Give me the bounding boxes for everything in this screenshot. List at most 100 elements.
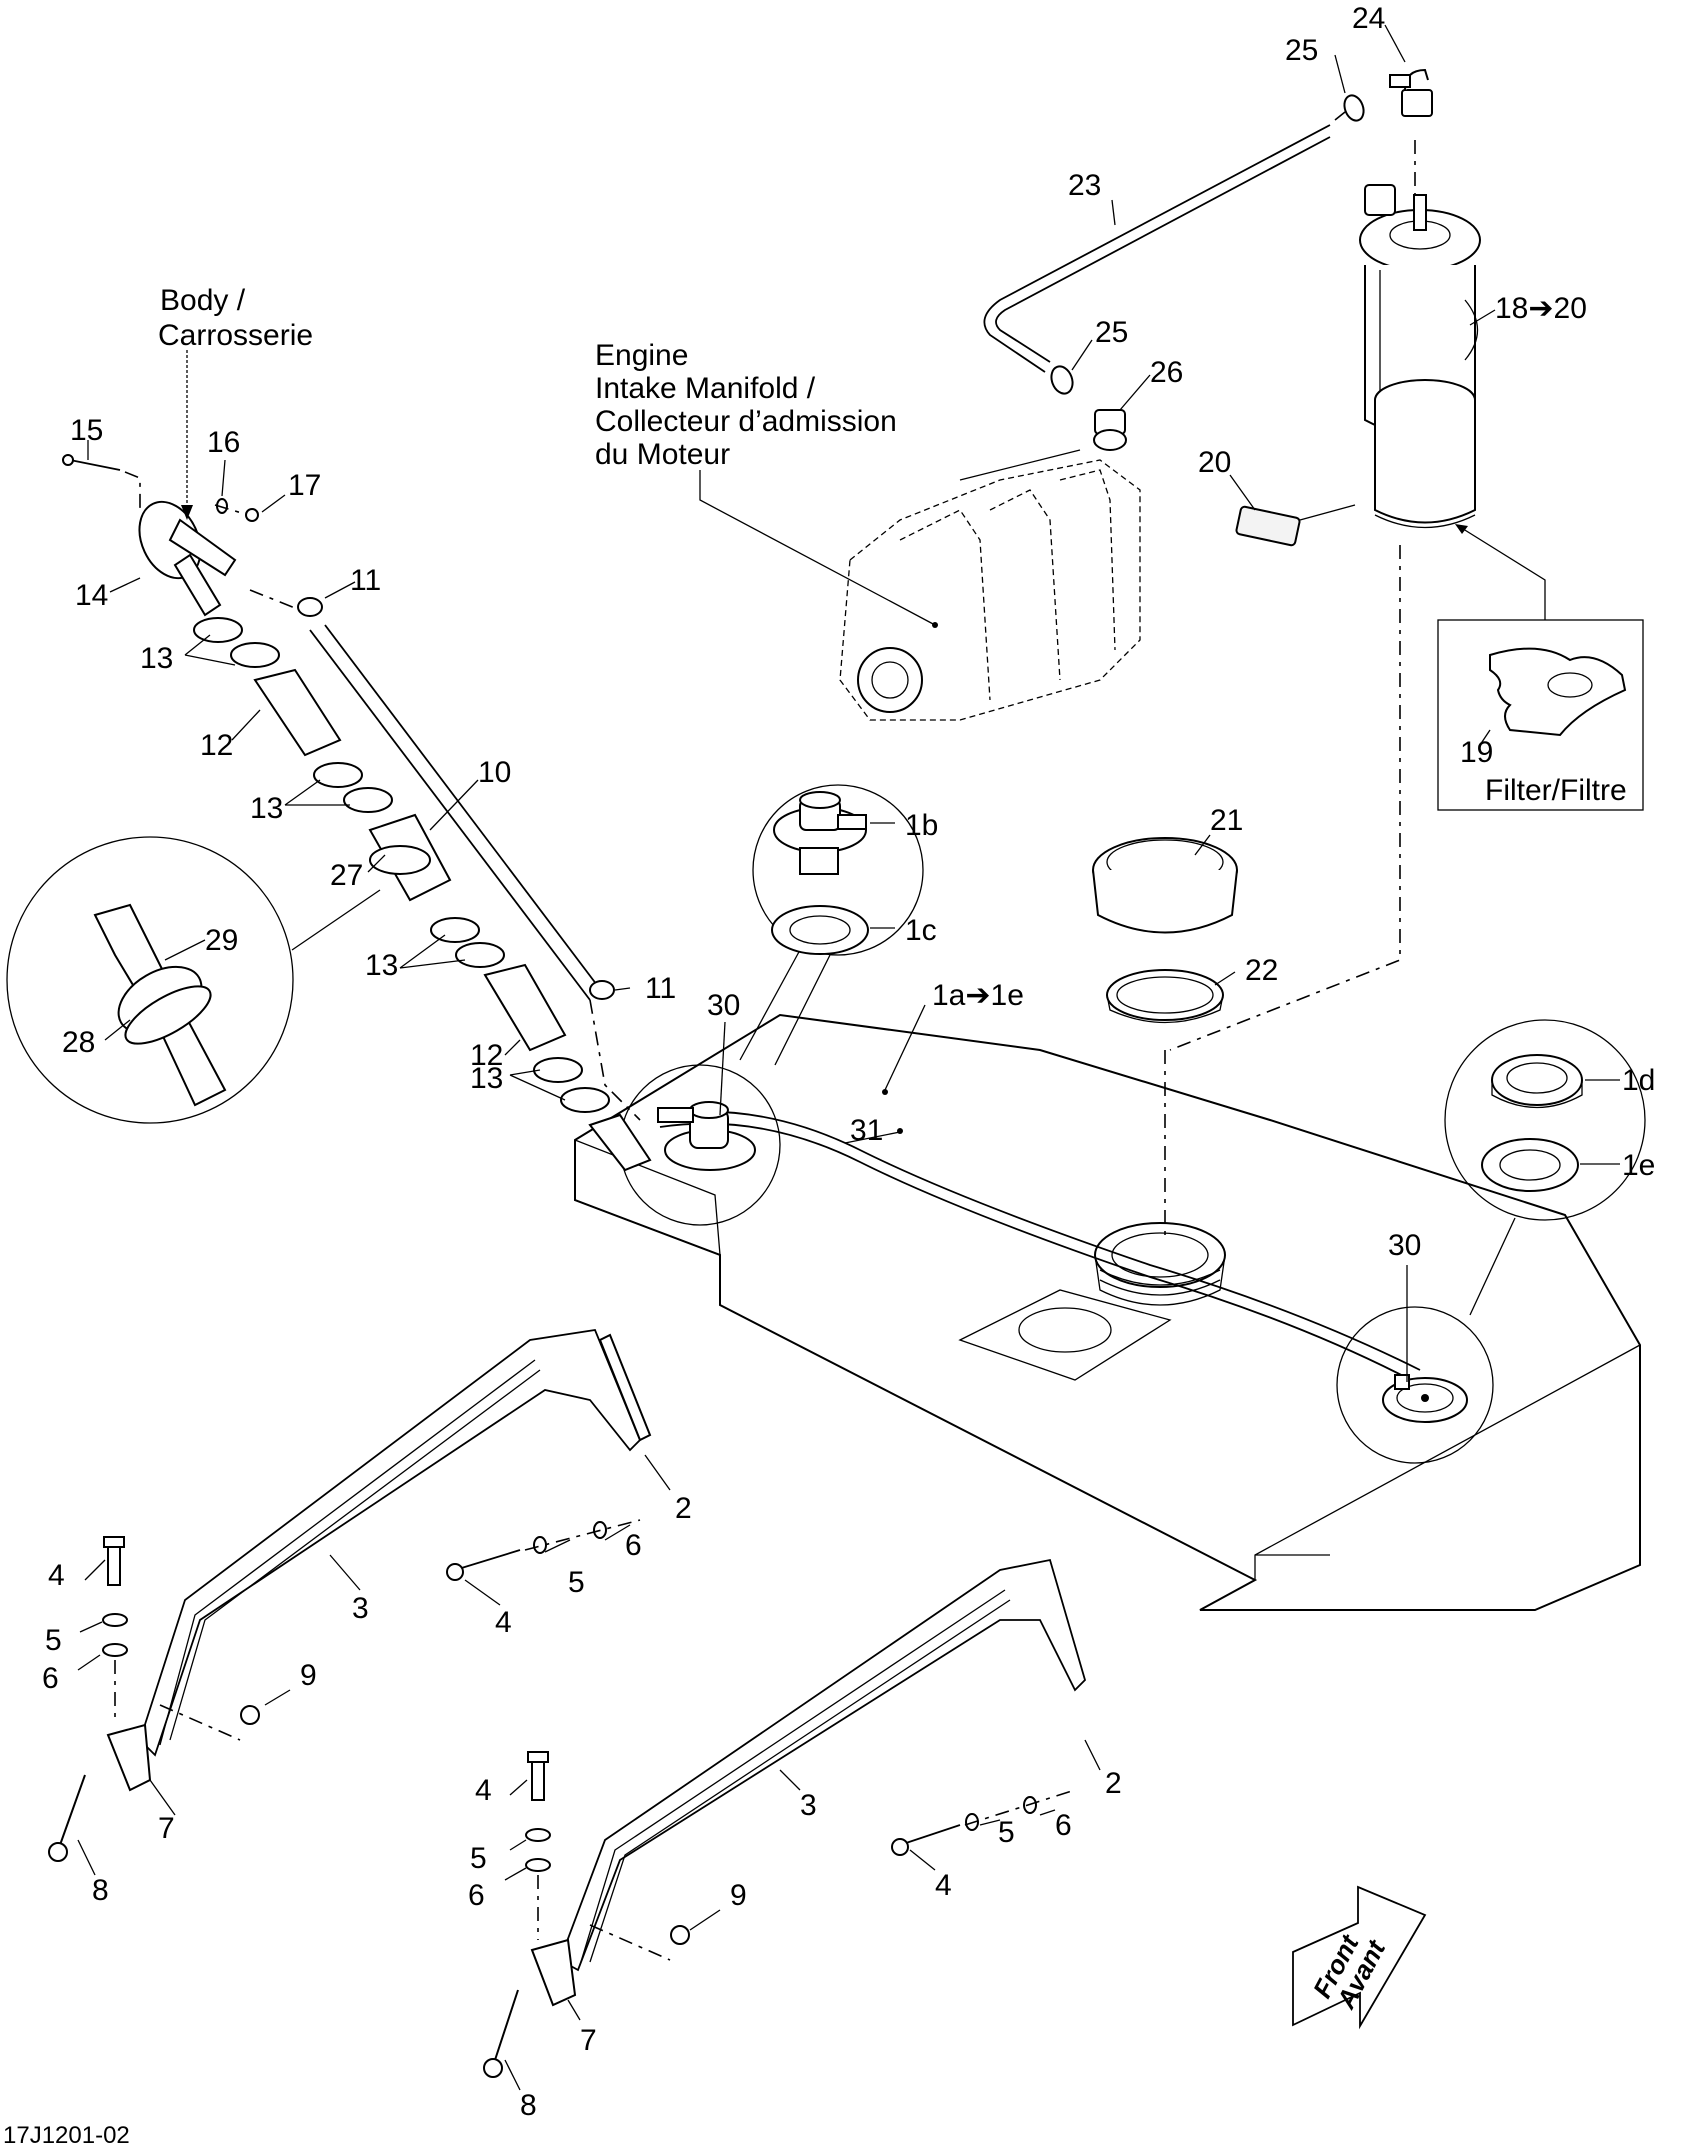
callout-30: 30 [707,989,740,1022]
callout-7: 7 [158,1812,175,1845]
fuel-tank [574,1013,1641,1611]
part-3-tank-strap-2 [558,1558,1087,1972]
engine-label-line2: Intake Manifold / [595,372,816,405]
callout-8: 8 [520,2089,537,2122]
part-10-vent-hose [309,624,604,1001]
callout-18-20: 18➔20 [1495,292,1587,325]
vent-hose-31 [659,1110,1421,1371]
callout-11: 11 [350,564,381,597]
engine-label-line4: du Moteur [595,438,730,471]
callout-13: 13 [140,642,173,675]
callout-31: 31 [850,1114,883,1147]
part-12-hose-2 [483,963,567,1052]
callout-29: 29 [205,924,238,957]
callout-6: 6 [625,1529,642,1562]
callout-24: 24 [1352,2,1385,35]
callout-5: 5 [45,1624,62,1657]
part-13-clamps-2 [313,762,393,813]
body-label-line1: Body / [160,284,246,317]
callout-7: 7 [580,2024,597,2057]
vent-valve-1d-installed [1382,1374,1468,1423]
callout-23: 23 [1068,169,1101,202]
part-25-clamp-top [1343,94,1365,122]
filter-inset-box [1437,619,1644,811]
part-24-elbow-fitting [1389,68,1433,117]
fasteners-right-2 [891,1789,1076,1856]
callout-1b: 1b [905,809,938,842]
callout-labels: 24 25 23 25 26 18➔20 20 19 15 16 17 14 1… [42,2,1655,2122]
engine-label-line3: Collecteur d’admission [595,405,897,438]
callout-5: 5 [470,1842,487,1875]
part-14-filler-cap [138,500,237,617]
detail-circle-check-valve [6,836,294,1124]
callout-13: 13 [365,949,398,982]
part-13-clamps-4 [533,1057,610,1113]
callout-25: 25 [1285,34,1318,67]
part-19-filter [1489,647,1627,737]
callout-20: 20 [1198,446,1231,479]
engine-label-line1: Engine [595,339,688,372]
fasteners-right-1 [446,1519,641,1581]
part-11-clamp-top [297,597,323,617]
part-12-hose-1 [253,668,342,757]
callout-1a-1e: 1a➔1e [932,979,1024,1012]
part-11-clamp-bottom [589,980,615,1000]
callout-9: 9 [730,1879,747,1912]
callout-5: 5 [998,1816,1015,1849]
callout-3: 3 [800,1789,817,1822]
part-23-fuel-hose [983,124,1331,373]
callout-4: 4 [48,1559,65,1592]
callout-15: 15 [70,414,103,447]
part-1b-vent-valve [773,791,867,875]
callout-26: 26 [1150,356,1183,389]
callout-3: 3 [352,1592,369,1625]
callout-17: 17 [288,469,321,502]
callout-2: 2 [675,1492,692,1525]
callout-9: 9 [300,1659,317,1692]
callout-14: 14 [75,579,108,612]
part-21-lock-ring [1092,837,1238,934]
body-label-line2: Carrosserie [158,319,313,352]
part-1d-vent-valve [1491,1054,1583,1109]
callout-19: 19 [1460,736,1493,769]
body-annotation: Body / Carrosserie [158,284,313,352]
fasteners-left-2 [483,1751,690,2078]
callout-25: 25 [1095,316,1128,349]
callout-27: 27 [330,859,363,892]
fasteners-left-1 [48,1536,260,1862]
callout-12: 12 [200,729,233,762]
detail-bubble-1d-1e [1444,1019,1646,1221]
callout-11: 11 [645,972,676,1005]
part-1c-gasket [771,905,869,955]
drawing-code: 17J1201-02 [3,2122,130,2149]
callout-2: 2 [1105,1767,1122,1800]
callout-6: 6 [42,1662,59,1695]
callout-30: 30 [1388,1229,1421,1262]
leader-lines [77,24,1620,2091]
callout-4: 4 [495,1606,512,1639]
part-15-screw [62,454,121,471]
callout-13: 13 [250,792,283,825]
callout-28: 28 [62,1026,95,1059]
callout-6: 6 [1055,1809,1072,1842]
part-3-tank-strap-1 [138,1329,642,1757]
callout-13: 13 [470,1062,503,1095]
part-22-seal [1106,969,1224,1024]
part-28-hose-clamp [124,985,212,1045]
callout-1d: 1d [1622,1064,1655,1097]
part-2-bracket-1 [598,1333,652,1442]
part-1e-gasket [1481,1138,1579,1192]
callout-4: 4 [475,1774,492,1807]
callout-1e: 1e [1622,1149,1655,1182]
detail-bubble-1b-1c [752,784,924,956]
callout-12: 12 [470,1039,503,1072]
filter-label: Filter/Filtre [1485,774,1627,807]
part-27-check-valve [368,813,452,902]
part-25-clamp [1050,365,1074,395]
vent-valve-1b-installed [657,1101,756,1171]
part-18-fuel-pump-module [1359,184,1481,529]
front-direction-arrow [1292,1885,1427,2030]
part-17-nut [245,508,259,522]
callout-4: 4 [935,1869,952,1902]
